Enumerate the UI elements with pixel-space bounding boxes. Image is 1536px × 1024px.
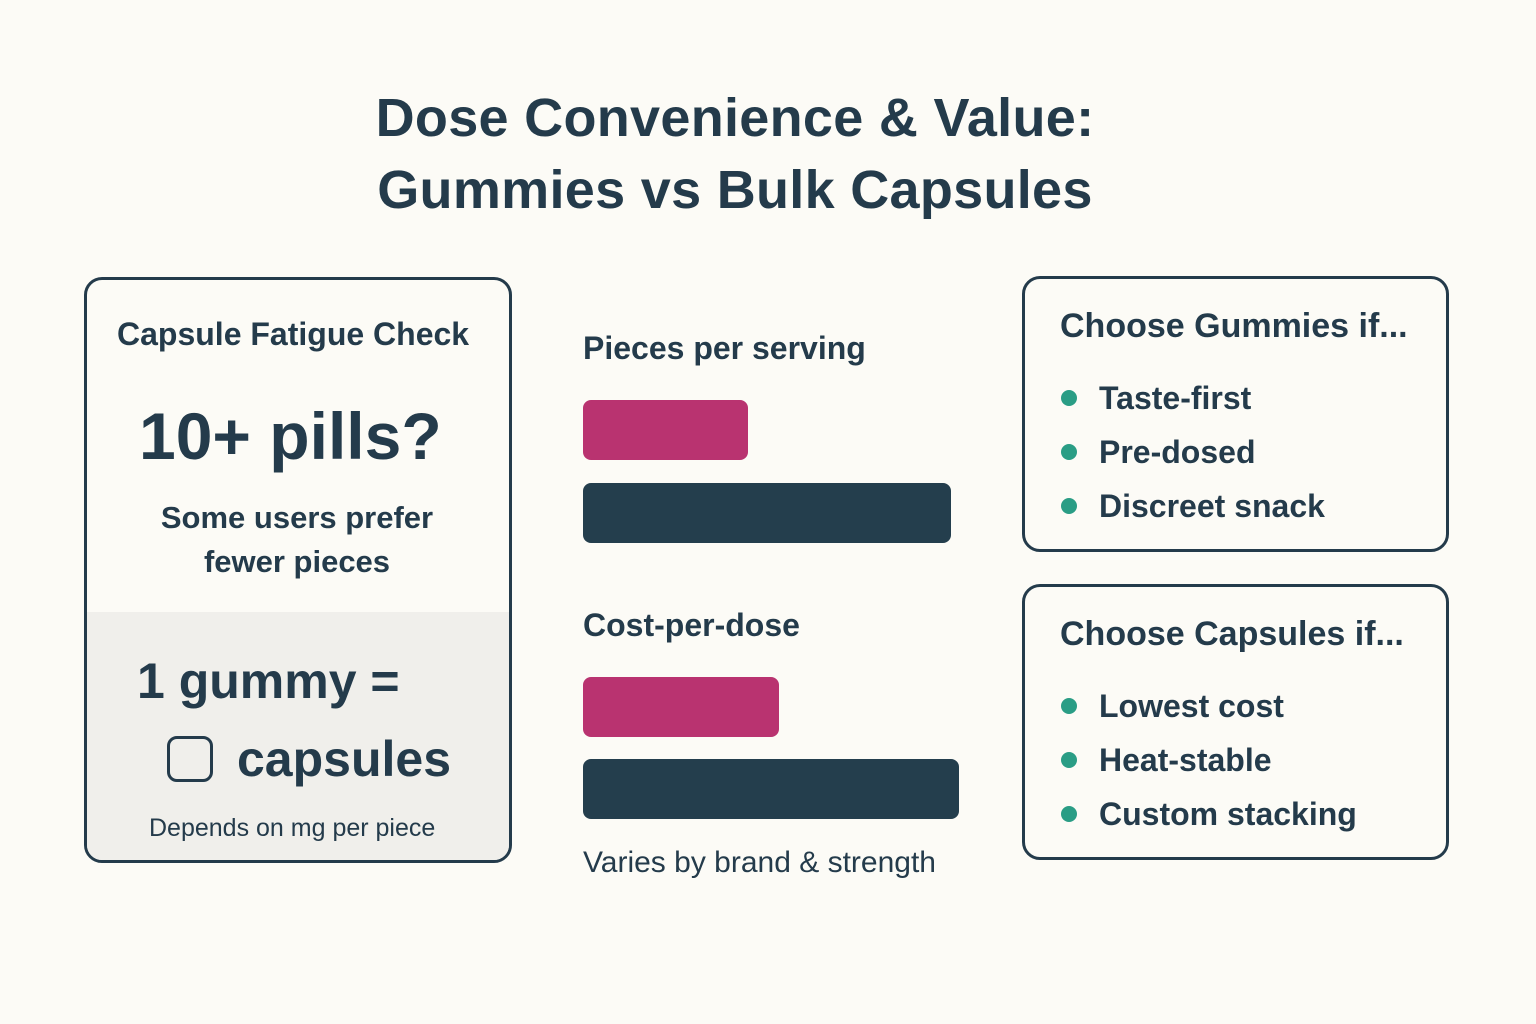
list-item: Lowest cost xyxy=(1061,679,1357,733)
list-item-label: Discreet snack xyxy=(1099,487,1325,524)
title-line-1: Dose Convenience & Value: xyxy=(375,88,1095,148)
list-item-label: Lowest cost xyxy=(1099,687,1284,724)
list-item-label: Taste-first xyxy=(1099,379,1252,416)
capsules-card-title: Choose Capsules if... xyxy=(1060,615,1404,653)
bullet-dot-icon xyxy=(1061,806,1077,822)
capsule-count-row: capsules xyxy=(167,730,451,788)
title-line-2: Gummies vs Bulk Capsules xyxy=(377,160,1093,220)
fatigue-subtext: Some users prefer fewer pieces xyxy=(87,496,507,584)
bar-gummies-pieces xyxy=(583,400,748,460)
page-title: Dose Convenience & Value: Gummies vs Bul… xyxy=(0,82,1470,226)
equivalence-section: 1 gummy = capsules Depends on mg per pie… xyxy=(87,612,509,860)
choose-capsules-card: Choose Capsules if... Lowest cost Heat-s… xyxy=(1022,584,1449,860)
list-item: Discreet snack xyxy=(1061,479,1325,533)
list-item: Custom stacking xyxy=(1061,787,1357,841)
metric-label-cost: Cost-per-dose xyxy=(583,607,800,643)
bar-capsules-pieces xyxy=(583,483,951,543)
bullet-dot-icon xyxy=(1061,498,1077,514)
gummies-reasons-list: Taste-first Pre-dosed Discreet snack xyxy=(1061,371,1325,533)
list-item: Pre-dosed xyxy=(1061,425,1325,479)
subtext-line-1: Some users prefer xyxy=(160,500,434,535)
gummy-equation: 1 gummy = xyxy=(137,653,400,709)
choose-gummies-card: Choose Gummies if... Taste-first Pre-dos… xyxy=(1022,276,1449,552)
bullet-dot-icon xyxy=(1061,444,1077,460)
gummies-card-title: Choose Gummies if... xyxy=(1060,307,1408,345)
bullet-dot-icon xyxy=(1061,752,1077,768)
fatigue-card-heading: Capsule Fatigue Check xyxy=(117,316,470,352)
list-item-label: Pre-dosed xyxy=(1099,433,1256,470)
depends-note: Depends on mg per piece xyxy=(149,814,436,842)
list-item-label: Custom stacking xyxy=(1099,795,1357,832)
bullet-dot-icon xyxy=(1061,390,1077,406)
pill-count-question: 10+ pills? xyxy=(139,399,442,473)
bar-capsules-cost xyxy=(583,759,959,819)
list-item: Taste-first xyxy=(1061,371,1325,425)
metric-label-pieces: Pieces per serving xyxy=(583,330,866,366)
capsule-count-input-box[interactable] xyxy=(167,736,213,782)
list-item-label: Heat-stable xyxy=(1099,741,1272,778)
bar-gummies-cost xyxy=(583,677,779,737)
capsules-reasons-list: Lowest cost Heat-stable Custom stacking xyxy=(1061,679,1357,841)
subtext-line-2: fewer pieces xyxy=(203,544,391,579)
list-item: Heat-stable xyxy=(1061,733,1357,787)
capsules-label: capsules xyxy=(237,731,452,787)
capsule-fatigue-card: Capsule Fatigue Check 10+ pills? Some us… xyxy=(84,277,512,863)
bullet-dot-icon xyxy=(1061,698,1077,714)
fatigue-top-section: Capsule Fatigue Check 10+ pills? Some us… xyxy=(87,280,509,612)
chart-footnote: Varies by brand & strength xyxy=(583,846,936,879)
